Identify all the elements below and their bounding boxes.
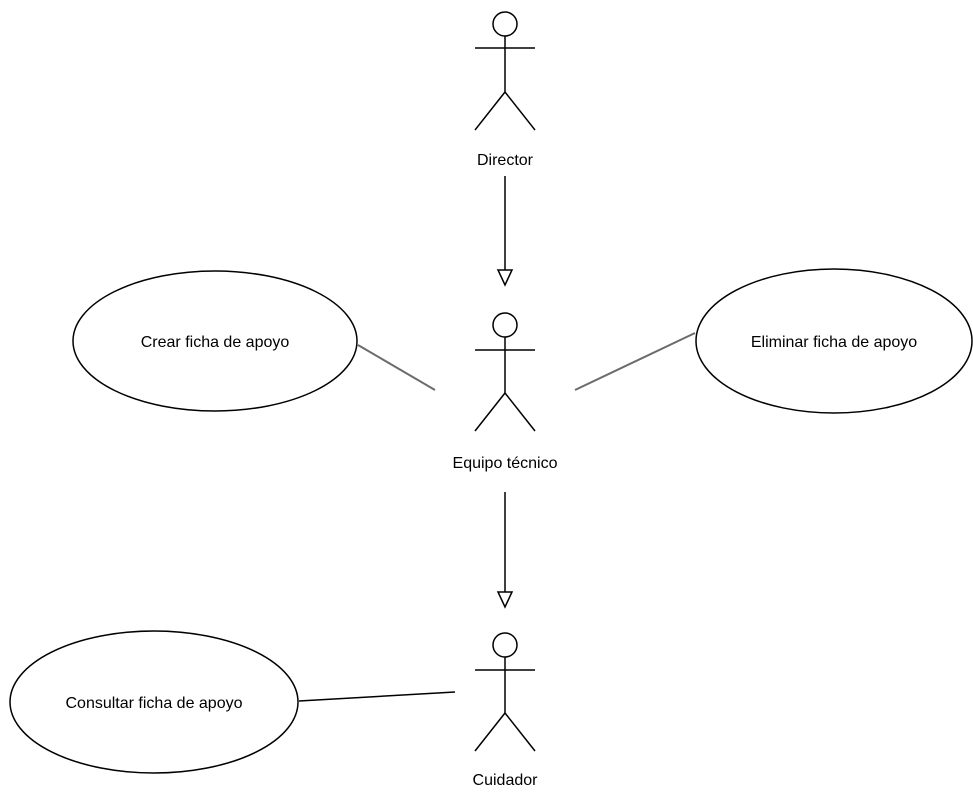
association-line-eliminar [574,332,696,391]
generalization-arrow-director-equipo [496,176,514,287]
actor-director[interactable]: Director [474,11,536,169]
use-case-label-consultar: Consultar ficha de apoyo [66,695,243,712]
stick-figure-icon [474,11,536,131]
actor-label-cuidador: Cuidador [473,772,539,789]
stick-figure-icon [474,632,536,752]
actor-label-director: Director [477,152,534,169]
association-line-crear [357,344,436,391]
actor-cuidador[interactable]: Cuidador [473,632,539,789]
use-case-label-eliminar: Eliminar ficha de apoyo [751,334,917,351]
use-case-consultar-ficha[interactable]: Consultar ficha de apoyo [9,630,299,774]
use-case-label-crear: Crear ficha de apoyo [141,334,290,351]
association-line-consultar [298,691,456,702]
use-case-eliminar-ficha[interactable]: Eliminar ficha de apoyo [695,268,973,414]
use-case-crear-ficha[interactable]: Crear ficha de apoyo [72,270,358,412]
actor-label-equipo-tecnico: Equipo técnico [453,455,558,472]
generalization-arrow-equipo-cuidador [496,492,514,609]
actor-equipo-tecnico[interactable]: Equipo técnico [453,312,558,472]
stick-figure-icon [474,312,536,432]
